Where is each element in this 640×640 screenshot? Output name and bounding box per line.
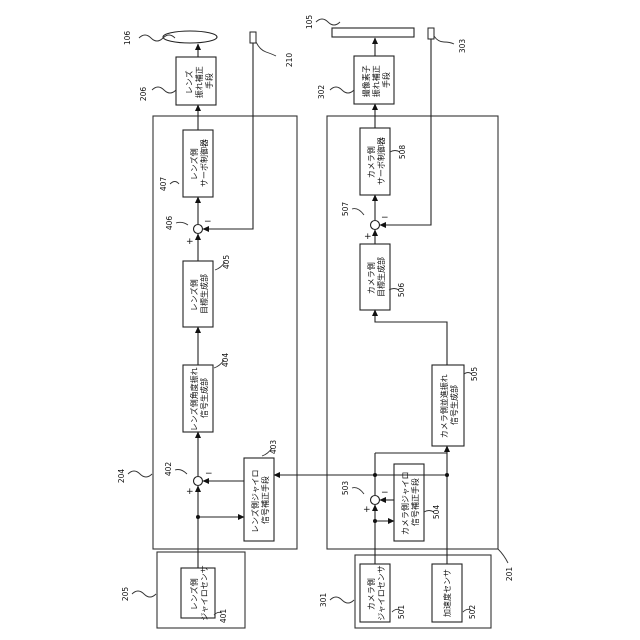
ref-302: 302 (317, 85, 326, 100)
camera-gyro-summing-junction (371, 496, 380, 505)
minus-sign: − (204, 217, 212, 227)
ref-405: 405 (222, 255, 231, 270)
ref-406: 406 (165, 216, 174, 231)
camera-servo-summing-junction (371, 221, 380, 230)
ref-403: 403 (269, 440, 278, 455)
minus-sign: − (381, 488, 389, 498)
ref-303: 303 (458, 39, 467, 54)
lens-unit-frame (153, 116, 297, 549)
lens-gyro-summing-junction (194, 477, 203, 486)
ref-504: 504 (432, 505, 441, 520)
ref-508: 508 (398, 145, 407, 160)
lens-element (163, 31, 217, 43)
ref-402: 402 (164, 462, 173, 477)
plus-sign: + (364, 232, 372, 242)
ref-105: 105 (305, 15, 314, 30)
accel-sensor-label: 加速度センサ (442, 569, 452, 617)
ref-210: 210 (285, 53, 294, 68)
ref-206: 206 (139, 87, 148, 102)
sensor-position-sensor (428, 28, 434, 39)
ref-404: 404 (221, 353, 230, 368)
minus-sign: − (381, 213, 389, 223)
ref-506: 506 (397, 283, 406, 298)
ref-503: 503 (341, 481, 350, 496)
ref-204: 204 (117, 469, 126, 484)
ref-407: 407 (159, 177, 168, 192)
plus-sign: + (186, 487, 194, 497)
ref-106: 106 (123, 31, 132, 46)
plus-sign: + (363, 505, 371, 515)
ref-401: 401 (219, 609, 228, 624)
ref-201: 201 (505, 567, 514, 582)
ref-501: 501 (397, 605, 406, 620)
ref-505: 505 (470, 367, 479, 382)
ref-301: 301 (319, 593, 328, 608)
plus-sign: + (186, 237, 194, 247)
ref-507: 507 (341, 202, 350, 217)
lens-servo-summing-junction (194, 225, 203, 234)
lens-position-sensor (250, 32, 256, 43)
image-sensor (332, 28, 414, 37)
minus-sign: − (205, 469, 213, 479)
ref-502: 502 (468, 605, 477, 620)
ref-205: 205 (121, 587, 130, 602)
